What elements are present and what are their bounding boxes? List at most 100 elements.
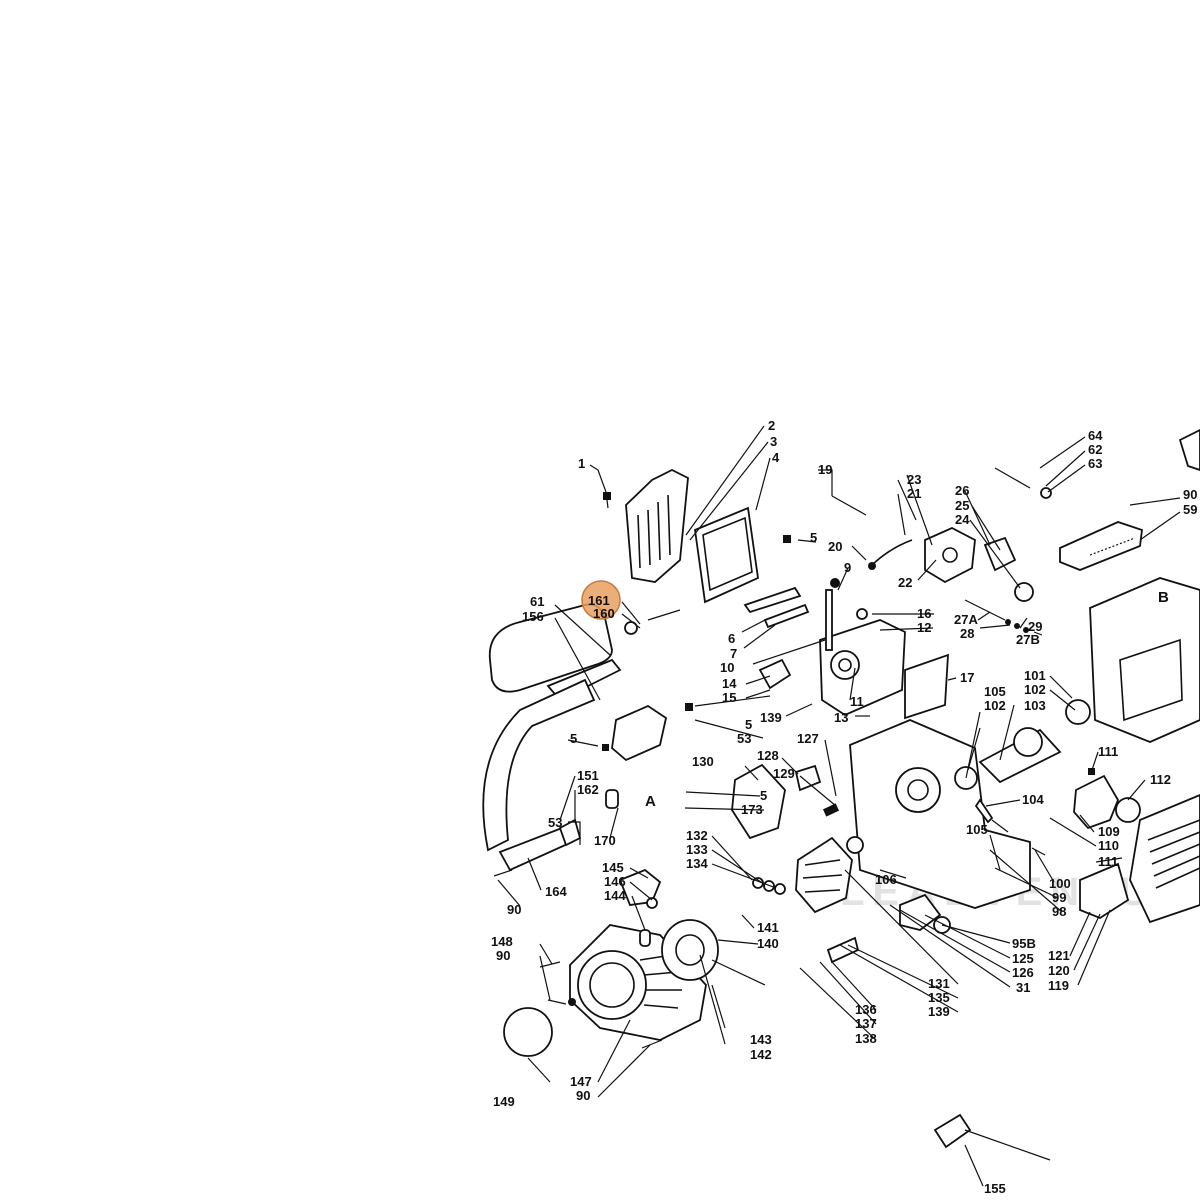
part-label-161[interactable]: 161 — [588, 593, 610, 608]
part-label-147[interactable]: 147 — [570, 1074, 592, 1089]
part-label-125[interactable]: 125 — [1012, 951, 1034, 966]
part-label-139-lower[interactable]: 139 — [928, 1004, 950, 1019]
part-label-144[interactable]: 144 — [604, 888, 626, 903]
part-label-101[interactable]: 101 — [1024, 668, 1046, 683]
part-label-120[interactable]: 120 — [1048, 963, 1070, 978]
part-label-173[interactable]: 173 — [741, 802, 763, 817]
part-label-131[interactable]: 131 — [928, 976, 950, 991]
part-label-23[interactable]: 23 — [907, 472, 921, 487]
part-label-156[interactable]: 156 — [522, 609, 544, 624]
part-label-102-right[interactable]: 102 — [1024, 682, 1046, 697]
part-label-102-upper[interactable]: 102 — [984, 698, 1006, 713]
part-label-61[interactable]: 61 — [530, 594, 544, 609]
part-label-62[interactable]: 62 — [1088, 442, 1102, 457]
part-label-5-left[interactable]: 5 — [570, 731, 577, 746]
part-label-9[interactable]: 9 — [844, 560, 851, 575]
part-label-90-top[interactable]: 90 — [1183, 487, 1197, 502]
part-label-140[interactable]: 140 — [757, 936, 779, 951]
part-label-134[interactable]: 134 — [686, 856, 708, 871]
part-label-14[interactable]: 14 — [722, 676, 737, 691]
part-label-4[interactable]: 4 — [772, 450, 780, 465]
part-label-27b[interactable]: 27B — [1016, 632, 1040, 647]
part-label-160[interactable]: 160 — [593, 606, 615, 621]
part-label-142[interactable]: 142 — [750, 1047, 772, 1062]
part-label-17[interactable]: 17 — [960, 670, 974, 685]
part-label-132[interactable]: 132 — [686, 828, 708, 843]
part-label-109[interactable]: 109 — [1098, 824, 1120, 839]
part-label-127[interactable]: 127 — [797, 731, 819, 746]
part-label-53-mid[interactable]: 53 — [737, 731, 751, 746]
part-label-128[interactable]: 128 — [757, 748, 779, 763]
part-label-31[interactable]: 31 — [1016, 980, 1030, 995]
part-label-148[interactable]: 148 — [491, 934, 513, 949]
highlight-marker-161[interactable] — [581, 580, 621, 620]
part-label-22[interactable]: 22 — [898, 575, 912, 590]
part-label-145[interactable]: 145 — [602, 860, 624, 875]
part-label-12[interactable]: 12 — [917, 620, 931, 635]
part-label-139-upper[interactable]: 139 — [760, 710, 782, 725]
part-label-6[interactable]: 6 — [728, 631, 735, 646]
part-label-99[interactable]: 99 — [1052, 890, 1066, 905]
part-label-138[interactable]: 138 — [855, 1031, 877, 1046]
part-label-1[interactable]: 1 — [578, 456, 585, 471]
part-label-64[interactable]: 64 — [1088, 428, 1103, 443]
part-label-103[interactable]: 103 — [1024, 698, 1046, 713]
part-label-28[interactable]: 28 — [960, 626, 974, 641]
part-label-130[interactable]: 130 — [692, 754, 714, 769]
part-label-162[interactable]: 162 — [577, 782, 599, 797]
part-label-24[interactable]: 24 — [955, 512, 970, 527]
part-label-119[interactable]: 119 — [1048, 978, 1069, 993]
part-label-126[interactable]: 126 — [1012, 965, 1034, 980]
part-label-5-mid[interactable]: 5 — [745, 717, 752, 732]
part-label-111-upper[interactable]: 111 — [1098, 744, 1118, 759]
part-label-105-lower[interactable]: 105 — [966, 822, 988, 837]
part-label-90-left[interactable]: 90 — [507, 902, 521, 917]
part-label-136[interactable]: 136 — [855, 1002, 877, 1017]
part-label-90-bottom[interactable]: 90 — [576, 1088, 590, 1103]
part-label-141[interactable]: 141 — [757, 920, 779, 935]
part-label-27a[interactable]: 27A — [954, 612, 978, 627]
part-label-143[interactable]: 143 — [750, 1032, 772, 1047]
part-label-149[interactable]: 149 — [493, 1094, 515, 1109]
part-label-25[interactable]: 25 — [955, 498, 969, 513]
part-label-29[interactable]: 29 — [1028, 619, 1042, 634]
part-label-5[interactable]: 5 — [810, 530, 817, 545]
part-label-53-left[interactable]: 53 — [548, 815, 562, 830]
part-label-13[interactable]: 13 — [834, 710, 848, 725]
part-label-105-upper[interactable]: 105 — [984, 684, 1006, 699]
part-label-63[interactable]: 63 — [1088, 456, 1102, 471]
part-label-100[interactable]: 100 — [1049, 876, 1071, 891]
part-label-170[interactable]: 170 — [594, 833, 616, 848]
part-label-106[interactable]: 106 — [875, 872, 897, 887]
part-label-95b[interactable]: 95B — [1012, 936, 1036, 951]
part-label-19[interactable]: 19 — [818, 462, 832, 477]
part-label-111-lower[interactable]: 111 — [1098, 854, 1118, 869]
part-label-129[interactable]: 129 — [773, 766, 795, 781]
part-label-3[interactable]: 3 — [770, 434, 777, 449]
part-label-7[interactable]: 7 — [730, 646, 737, 661]
part-label-133[interactable]: 133 — [686, 842, 708, 857]
part-label-2[interactable]: 2 — [768, 418, 775, 433]
part-label-90-mid[interactable]: 90 — [496, 948, 510, 963]
part-label-16[interactable]: 16 — [917, 606, 931, 621]
part-label-26[interactable]: 26 — [955, 483, 969, 498]
part-label-151[interactable]: 151 — [577, 768, 599, 783]
part-label-20[interactable]: 20 — [828, 539, 842, 554]
part-label-135[interactable]: 135 — [928, 990, 950, 1005]
part-label-155[interactable]: 155 — [984, 1181, 1006, 1196]
part-label-112[interactable]: 112 — [1150, 772, 1171, 787]
part-label-121[interactable]: 121 — [1048, 948, 1070, 963]
part-label-104[interactable]: 104 — [1022, 792, 1044, 807]
part-label-98[interactable]: 98 — [1052, 904, 1066, 919]
part-label-11[interactable]: 11 — [850, 694, 864, 709]
part-label-10[interactable]: 10 — [720, 660, 734, 675]
part-label-15[interactable]: 15 — [722, 690, 736, 705]
part-label-110[interactable]: 110 — [1098, 838, 1119, 853]
part-label-137[interactable]: 137 — [855, 1016, 877, 1031]
part-label-21[interactable]: 21 — [907, 486, 921, 501]
part-label-146[interactable]: 146 — [604, 874, 626, 889]
part-label-5-lower[interactable]: 5 — [760, 788, 767, 803]
part-label-59[interactable]: 59 — [1183, 502, 1197, 517]
part-label-164[interactable]: 164 — [545, 884, 567, 899]
